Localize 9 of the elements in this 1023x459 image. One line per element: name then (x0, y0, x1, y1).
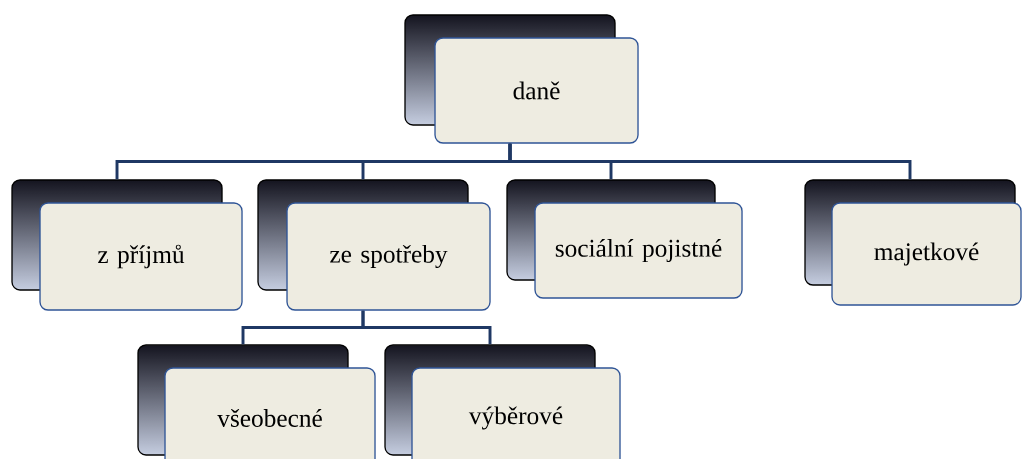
stacked-box: všeobecné (137, 344, 376, 459)
stacked-box: majetkové (804, 179, 1022, 306)
stacked-box: daně (404, 14, 639, 144)
stacked-box: z příjmů (11, 179, 243, 311)
stacked-box: ze spotřeby (257, 179, 491, 311)
stacked-box: výběrové (384, 344, 621, 459)
connector (508, 143, 912, 180)
connector (361, 310, 492, 345)
stacked-box: sociální pojistné (506, 179, 743, 299)
